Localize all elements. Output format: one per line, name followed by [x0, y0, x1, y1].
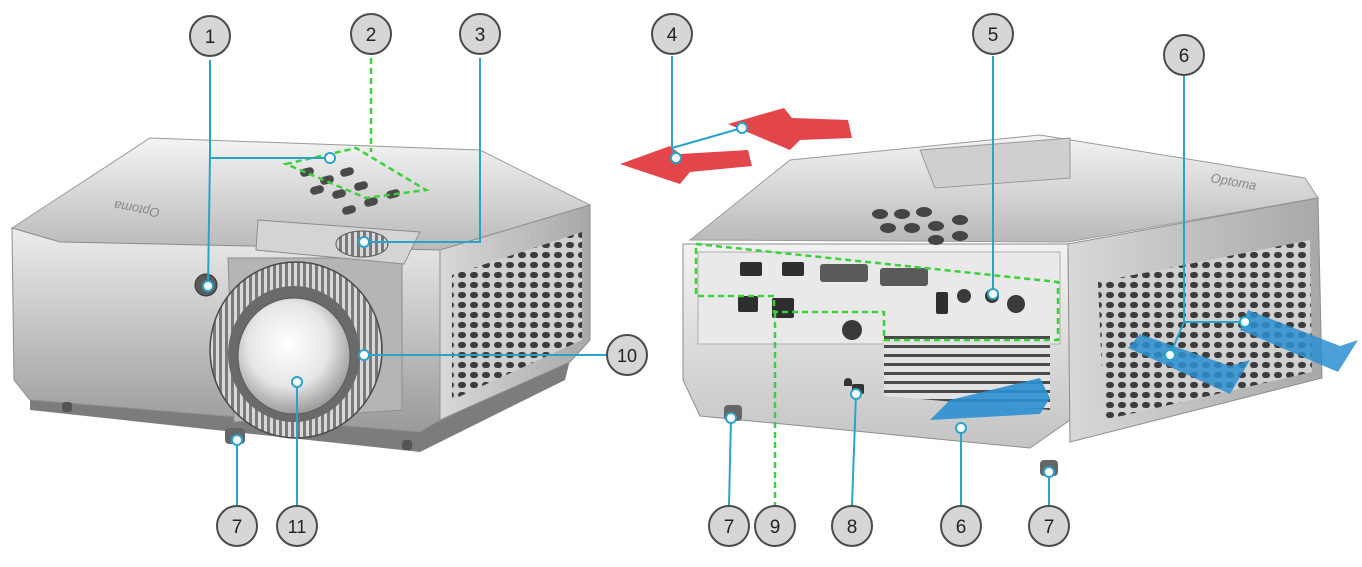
vga-port-in: [820, 264, 868, 282]
svg-text:2: 2: [366, 25, 377, 46]
hdmi-port-1: [740, 262, 762, 276]
io-outline: [694, 242, 1060, 342]
svg-text:10: 10: [617, 346, 637, 366]
svg-text:7: 7: [1044, 517, 1055, 538]
svg-text:3: 3: [475, 25, 486, 46]
svg-text:11: 11: [288, 517, 307, 537]
svg-text:7: 7: [232, 517, 243, 538]
keypad-icon: [300, 167, 400, 215]
callout-badge-5: 5: [972, 13, 1014, 55]
usb-power-port: [936, 292, 948, 314]
exhaust-arrow-1: [620, 146, 752, 184]
callout-badges: 1 2 3 4 5 6 6 7 7 7 8 9 10 11: [189, 13, 1205, 547]
usb-port: [738, 296, 758, 312]
rear-top-recess: [919, 137, 1071, 189]
callout-line-1b: [207, 157, 211, 287]
callout-badge-9: 9: [754, 505, 796, 547]
front-base-shadow: [30, 360, 570, 452]
projector-rear-view: Optoma: [682, 134, 1323, 476]
audio-in-port: [957, 289, 971, 303]
svg-text:9: 9: [770, 517, 781, 538]
intake-arrow-side-2: [1240, 310, 1358, 372]
rear-top-surface: [688, 134, 1319, 243]
lens-icon: [209, 261, 383, 439]
vga-port-out: [880, 268, 928, 286]
rear-keypad-icon: [872, 207, 968, 245]
callout-line-4: [671, 56, 743, 150]
rear-side-vent: [1098, 240, 1312, 420]
svg-text:4: 4: [667, 25, 678, 46]
intake-arrow-side-1: [1128, 334, 1250, 394]
callout-line-8: [851, 393, 857, 506]
intake-arrow-rear: [930, 378, 1050, 420]
svg-text:6: 6: [1179, 46, 1190, 67]
callout-badge-7-rear-left: 7: [708, 505, 750, 547]
svg-text:5: 5: [988, 25, 999, 46]
callout-badge-4: 4: [651, 13, 693, 55]
svg-text:6: 6: [956, 517, 967, 538]
callout-badge-7-rear-right: 7: [1028, 505, 1070, 547]
rs232-port: [1007, 295, 1025, 313]
front-foot-rear: [62, 402, 72, 412]
callout-line-3: [364, 58, 481, 243]
callout-line-7b: [728, 417, 732, 506]
callout-badge-1: 1: [189, 15, 231, 57]
keypad-outline: [281, 146, 430, 200]
front-foot-right: [402, 440, 412, 450]
callout-badge-10: 10: [606, 334, 648, 376]
callout-badge-7-front: 7: [216, 505, 258, 547]
hdmi-port-2: [782, 262, 804, 276]
projector-front-view: Optoma: [10, 137, 592, 452]
exhaust-arrow-2: [728, 108, 852, 150]
callout-badge-6-side: 6: [1163, 34, 1205, 76]
front-side-vent: [452, 232, 582, 400]
dashed-outlines: [281, 58, 1060, 505]
intake-arrows: [930, 310, 1358, 420]
svg-text:1: 1: [205, 27, 216, 48]
io-ports: [738, 262, 1025, 340]
callout-badge-11: 11: [276, 505, 318, 547]
svideo-port: [842, 320, 862, 340]
exhaust-arrows: [620, 108, 852, 184]
callout-badge-8: 8: [831, 505, 873, 547]
callout-badge-6-rear: 6: [940, 505, 982, 547]
callout-badge-3: 3: [459, 13, 501, 55]
callout-badge-2: 2: [350, 13, 392, 55]
svg-text:8: 8: [847, 517, 858, 538]
svg-text:7: 7: [724, 517, 735, 538]
callout-dots: [202, 122, 1251, 478]
